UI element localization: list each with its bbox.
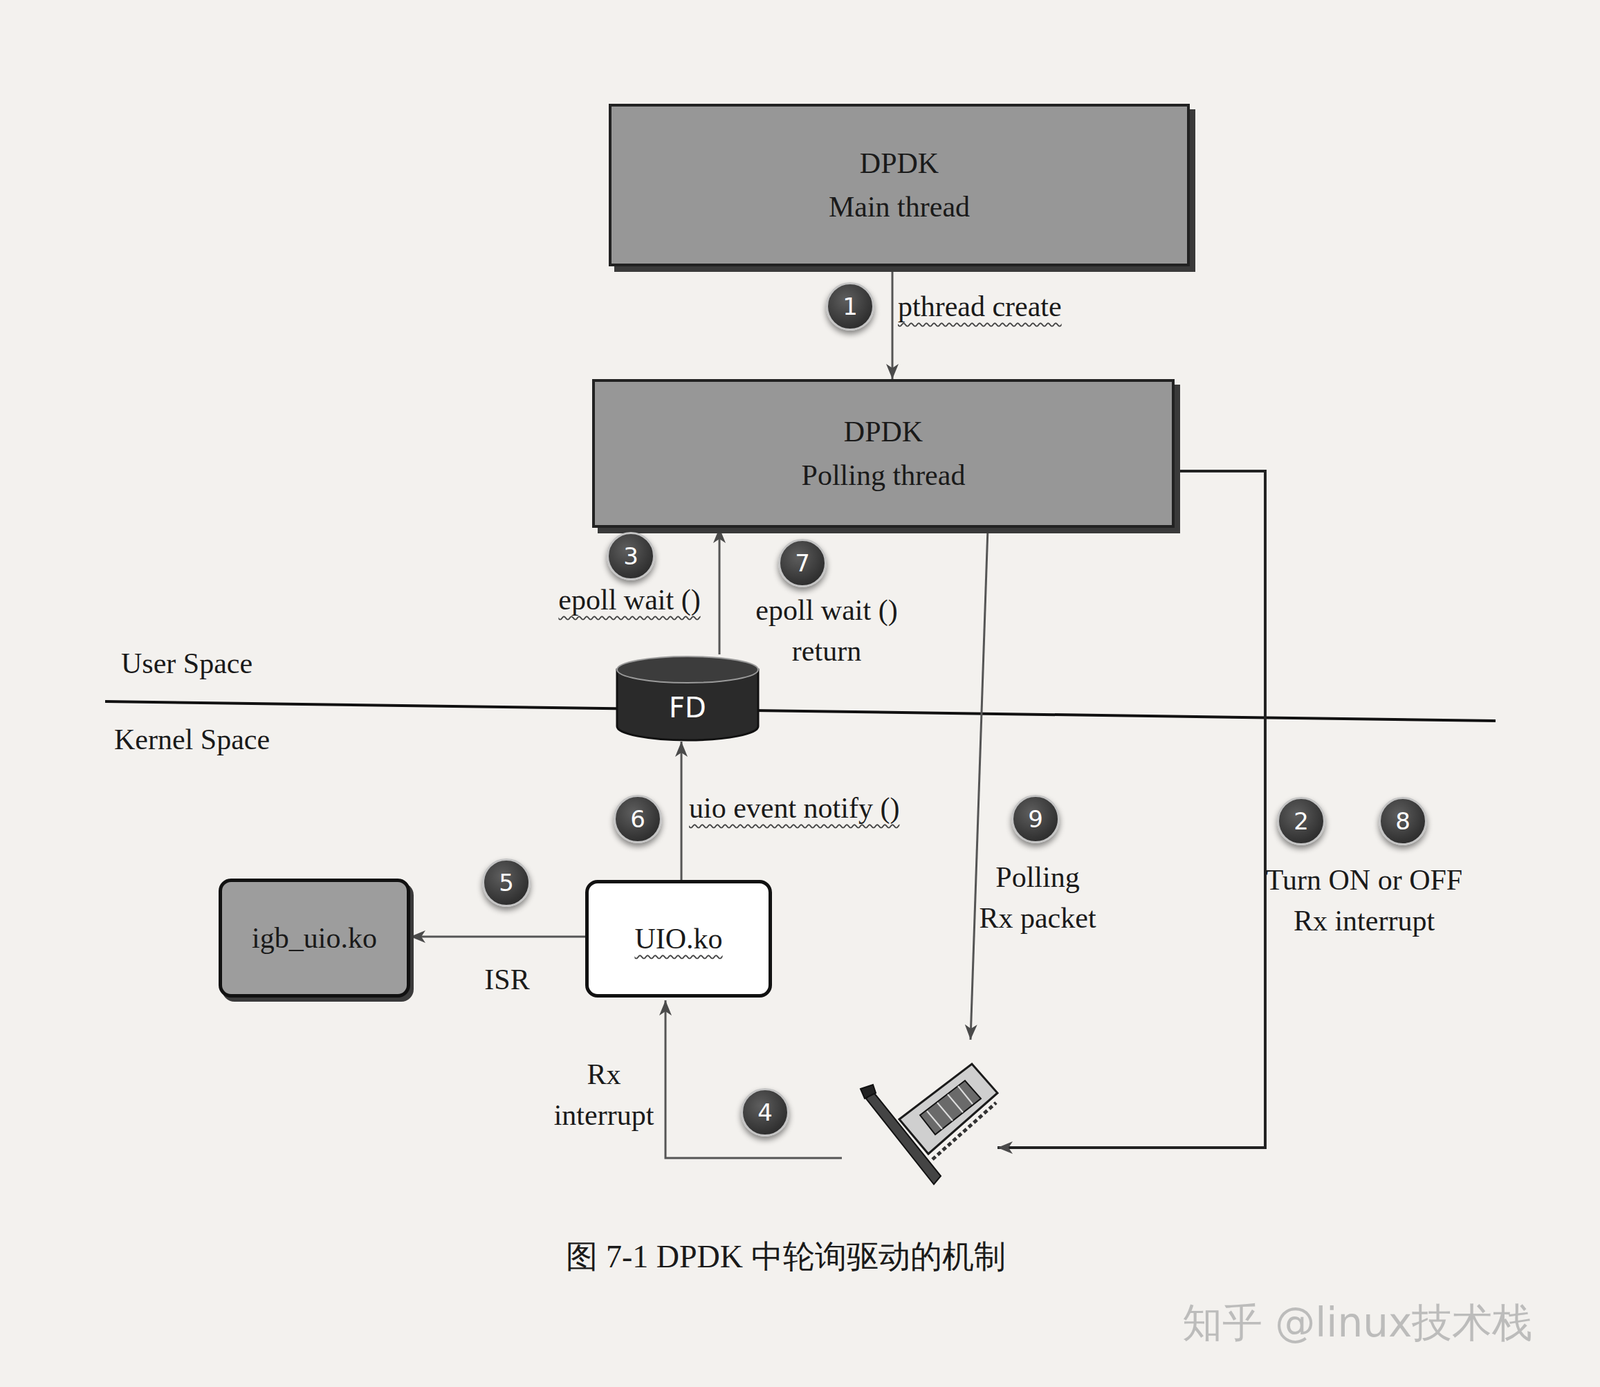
edge-label: pthread create <box>897 286 1062 328</box>
arrow-connector <box>410 935 586 939</box>
annotation-label: Polling Rx packet <box>976 857 1098 939</box>
heatsink-fin <box>937 1102 953 1121</box>
module-box: igb_uio.ko <box>218 878 411 998</box>
edge-label: ISR <box>484 959 530 1001</box>
rx-interrupt-wire <box>665 1000 842 1158</box>
nic-card <box>860 1063 998 1185</box>
thread-box: DPDKMain thread <box>608 103 1190 267</box>
callout-number: 2 <box>1276 796 1326 846</box>
annotation-label: epoll wait () <box>558 579 701 621</box>
watermark: 知乎 @linux技术栈 <box>1182 1294 1533 1351</box>
callout-number: 6 <box>613 794 662 844</box>
cylinder-top <box>617 656 759 683</box>
callout-number: 9 <box>1011 794 1060 844</box>
node-text: FD <box>668 686 707 729</box>
annotation-label: User Space <box>121 643 253 685</box>
figure-caption: 图 7-1 DPDK 中轮询驱动的机制 <box>565 1235 1006 1279</box>
callout-number: 8 <box>1378 796 1428 846</box>
annotation-label: Rx interrupt <box>551 1054 656 1136</box>
node-text: Main thread <box>828 185 970 229</box>
node-text: Polling thread <box>801 453 966 498</box>
callout-number: 5 <box>482 858 531 907</box>
callout-number: 3 <box>606 531 656 581</box>
heatsink-fin <box>947 1094 963 1113</box>
space-divider <box>105 701 1496 721</box>
annotation-label: Turn ON or OFF Rx interrupt <box>1262 859 1466 942</box>
callout-number: 4 <box>740 1088 790 1137</box>
heatsink-fin <box>958 1086 973 1105</box>
annotation-label: Kernel Space <box>114 719 270 761</box>
nic-edge-connector <box>932 1102 997 1160</box>
fd-cylinder: FD <box>614 654 761 742</box>
nic-bracket-tab <box>860 1084 876 1099</box>
annotation-label: epoll wait () return <box>752 590 901 672</box>
interrupt-control-wire <box>997 471 1266 1148</box>
node-text: igb_uio.ko <box>251 916 377 961</box>
edge-label: uio event notify () <box>688 787 900 829</box>
arrow-connector <box>718 527 721 655</box>
nic-bracket <box>866 1091 941 1185</box>
thread-box: DPDKPolling thread <box>592 379 1175 528</box>
callout-number: 7 <box>778 538 827 588</box>
heatsink-fin <box>926 1110 943 1129</box>
node-text: DPDK <box>859 141 939 186</box>
arrow-connector <box>891 266 894 380</box>
arrow-connector <box>680 741 683 880</box>
module-box: UIO.ko <box>585 879 772 998</box>
polling-wire <box>970 527 988 1040</box>
node-text: UIO.ko <box>634 917 723 961</box>
nic-board <box>899 1063 998 1154</box>
node-text: DPDK <box>843 410 923 454</box>
callout-number: 1 <box>825 282 875 331</box>
